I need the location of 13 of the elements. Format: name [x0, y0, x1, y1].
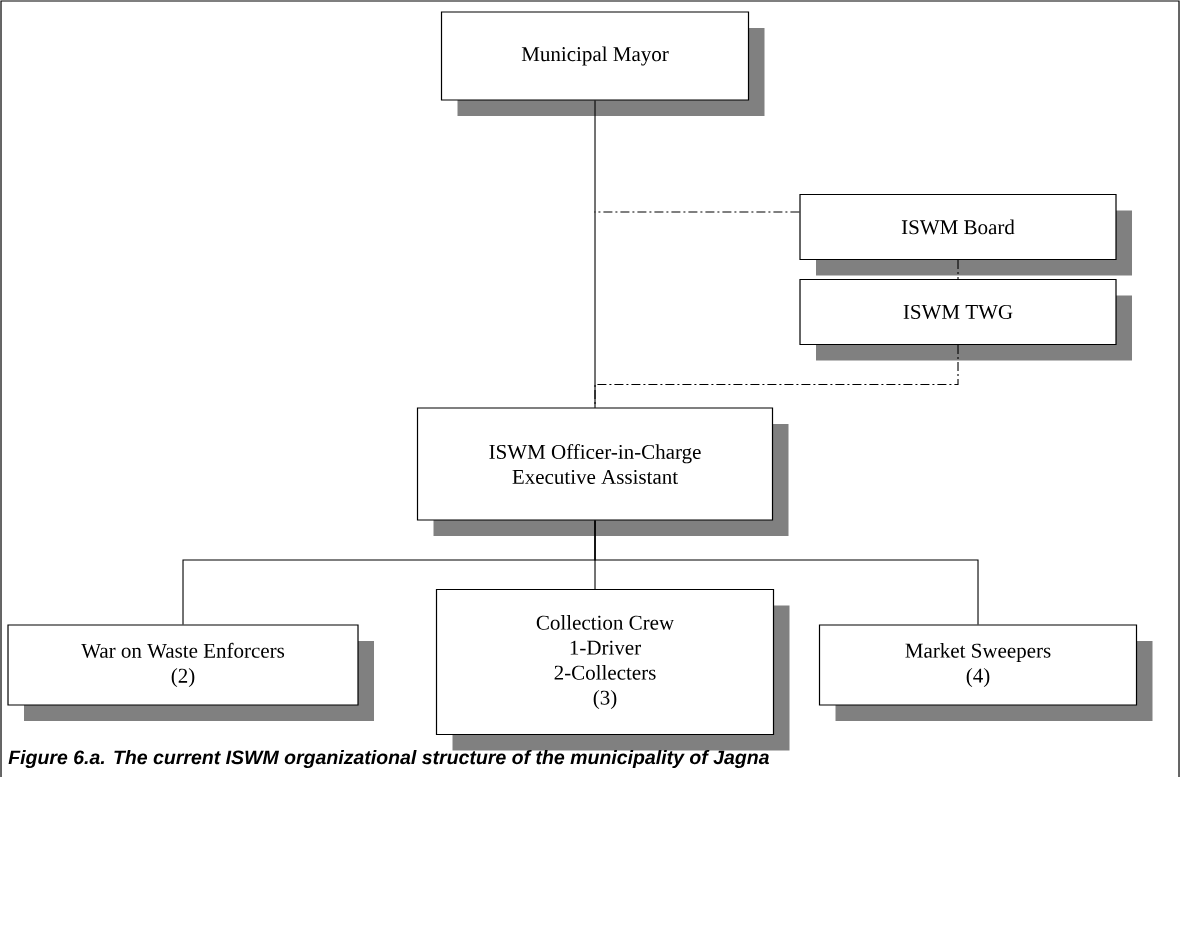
org-box: ISWM Officer-in-Charge Executive Assistant	[416, 407, 789, 536]
org-box: ISWM TWG	[799, 278, 1132, 361]
connector-line	[593, 211, 800, 213]
connector-line	[594, 344, 959, 408]
org-box: ISWM Board	[799, 193, 1132, 276]
org-box: War on Waste Enforcers (2)	[7, 624, 374, 721]
connector-line	[594, 100, 596, 408]
org-box: Collection Crew 1-Driver 2-Collecters (3)	[435, 588, 790, 751]
connector-line	[957, 259, 959, 280]
connector-line	[594, 520, 979, 625]
org-box: Market Sweepers (4)	[818, 624, 1153, 721]
figure-caption: Figure 6.a. The current ISWM organizational structure of the municipality of Jagna	[8, 749, 769, 769]
org-box: Municipal Mayor	[440, 11, 765, 116]
